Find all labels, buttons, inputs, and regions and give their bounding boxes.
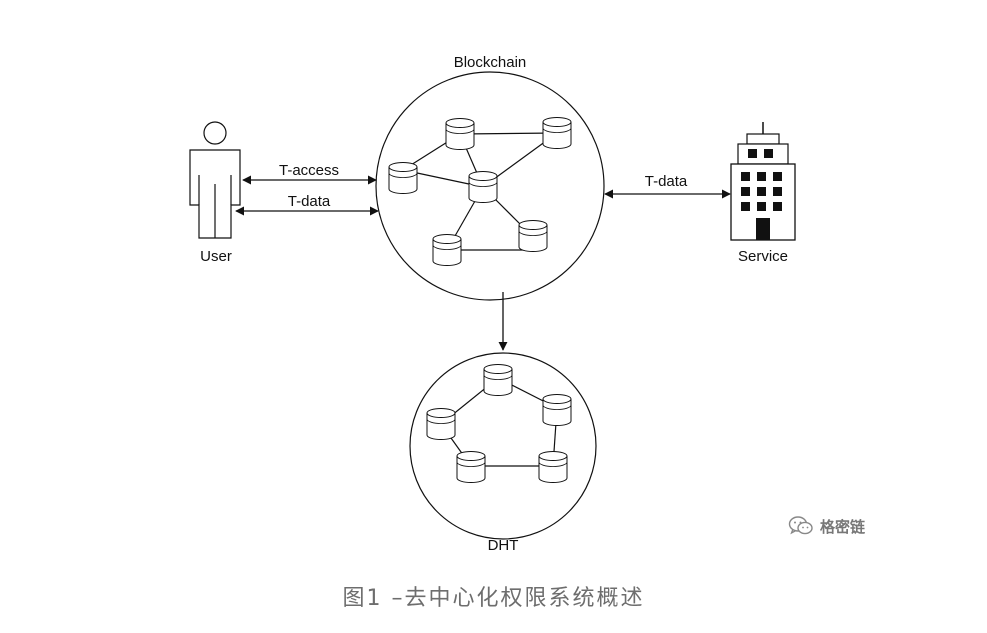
blockchain-node [388,162,418,194]
dht-label: DHT [488,537,519,554]
dht-node [538,451,568,483]
watermark-text: 格密链 [820,517,866,536]
service-label: Service [738,248,788,265]
service-t-data-label: T-data [645,173,688,190]
dht-node [483,364,513,396]
user-label: User [200,248,232,265]
building-icon [730,122,796,241]
blockchain-node [432,234,462,266]
user-t-data-label: T-data [288,193,331,210]
blockchain-node [518,220,548,252]
blockchain-label: Blockchain [454,54,527,71]
dht-node [542,394,572,426]
figure-caption: 图1 –去中心化权限系统概述 [342,586,645,611]
user-icon [189,121,241,239]
blockchain-node [445,118,475,150]
dht-node [426,408,456,440]
blockchain-network [375,71,605,301]
wechat-icon [788,516,813,535]
t-access-label: T-access [279,162,339,179]
blockchain-node [468,171,498,203]
dht-network [409,352,597,540]
blockchain-node [542,117,572,149]
dht-node [456,451,486,483]
watermark: 格密链 [788,514,865,538]
